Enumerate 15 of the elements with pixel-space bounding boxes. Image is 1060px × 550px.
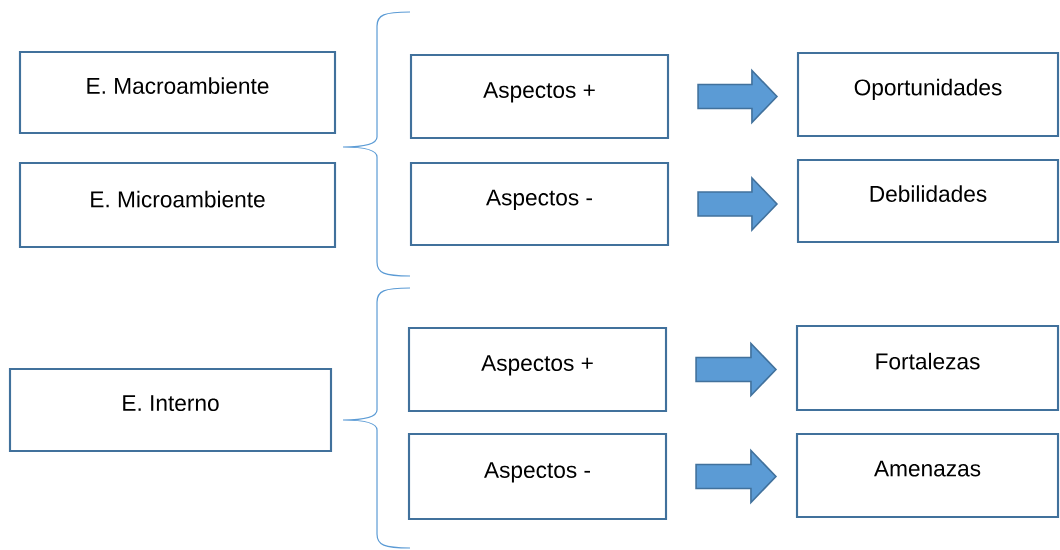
block-arrow — [697, 176, 779, 232]
text-box: E. Microambiente — [18, 161, 337, 249]
text-box: Amenazas — [795, 432, 1060, 519]
block-arrow — [695, 448, 778, 505]
text-box: Oportunidades — [796, 51, 1060, 138]
text-box: Debilidades — [796, 158, 1060, 244]
text-box: Aspectos - — [407, 432, 668, 521]
block-arrow — [697, 68, 779, 125]
text-box: Aspectos + — [409, 53, 670, 140]
text-box: E. Interno — [8, 367, 333, 453]
text-box: E. Macroambiente — [18, 50, 337, 135]
text-box: Fortalezas — [795, 324, 1060, 412]
block-arrow — [695, 341, 778, 398]
text-box: Aspectos - — [409, 161, 670, 247]
text-box: Aspectos + — [407, 326, 668, 413]
